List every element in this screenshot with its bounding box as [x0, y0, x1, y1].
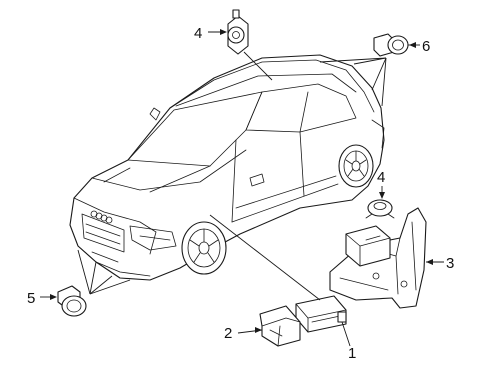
alarm-horn-top: [227, 9, 249, 55]
arrow-4b-icon: [379, 192, 385, 199]
arrow-2-icon: [255, 327, 262, 333]
rear-parking-sensor: [373, 33, 409, 57]
callout-5: 5: [27, 290, 35, 307]
leader-line-1: [341, 321, 351, 347]
callout-4-right: 4: [377, 169, 385, 186]
callout-4-top: 4: [194, 25, 202, 42]
rear-sensor-indicator-lines: [319, 57, 387, 107]
front-wheel: [181, 221, 227, 275]
callout-1: 1: [348, 345, 356, 360]
module-connection-line: [209, 214, 321, 301]
callout-3: 3: [446, 255, 454, 272]
brand-rings-icon: [90, 210, 113, 224]
alarm-horn-right: [365, 199, 395, 219]
rear-wheel: [338, 144, 374, 188]
arrow-4a-icon: [220, 29, 227, 35]
callout-6: 6: [422, 38, 430, 55]
callout-2: 2: [224, 325, 232, 342]
arrow-5-icon: [50, 294, 57, 300]
car-illustration: [69, 54, 385, 281]
module-carrier-bracket: [329, 207, 427, 309]
horn-connection-line: [243, 51, 273, 81]
arrow-3-icon: [426, 259, 433, 265]
front-sensor-indicator-lines: [77, 249, 131, 295]
arrow-6-icon: [409, 42, 416, 48]
front-parking-sensor: [57, 285, 87, 317]
control-module: [295, 295, 347, 333]
mounting-bracket: [259, 305, 301, 347]
